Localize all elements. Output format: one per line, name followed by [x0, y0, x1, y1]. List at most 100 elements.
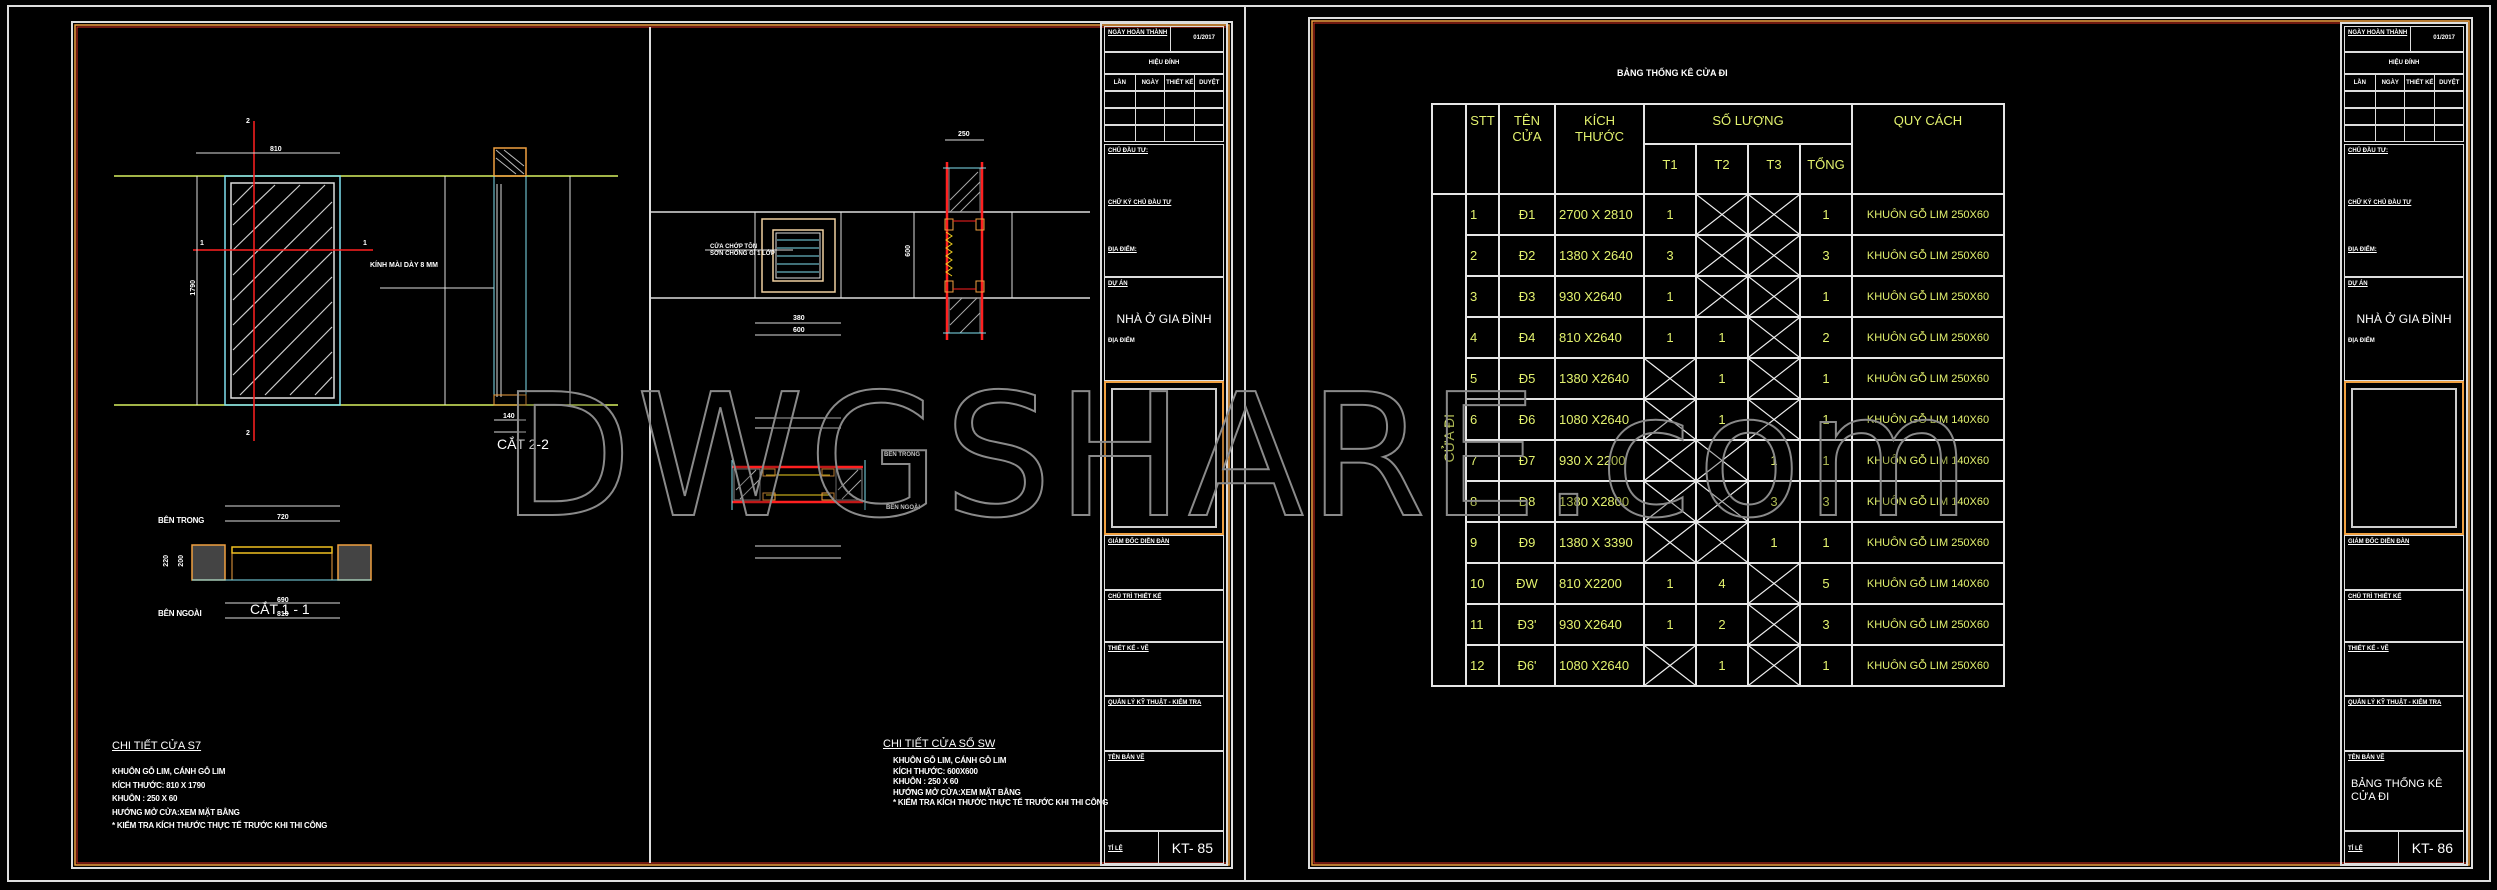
revision-col-label: DUYỆT: [2439, 80, 2460, 86]
location-label: ĐỊA ĐIỂM:: [1108, 247, 1137, 253]
qa-section: QUẢN LÝ KỸ THUẬT - KIỂM TRA: [2344, 696, 2464, 751]
window-section-vertical: [913, 139, 1013, 340]
header-quantity: SỐ LƯỢNG: [1643, 103, 1853, 145]
door-depth-dim: 220: [163, 555, 170, 567]
cell-spec: KHUÔN GỖ LIM 250X60: [1851, 234, 2005, 277]
cell-total: 1: [1799, 439, 1853, 482]
revision-col: [2404, 92, 2435, 107]
cell-t3: [1747, 193, 1801, 236]
revision-label: HIỆU ĐÍNH: [1148, 60, 1180, 66]
sheet-number: KT- 86: [2411, 840, 2453, 856]
crossed-cell-icon: [1697, 277, 1747, 316]
designer-section: THIẾT KẾ - VẼ: [2344, 642, 2464, 696]
door-notes: KHUÔN GỖ LIM, CÁNH GỖ LIM KÍCH THƯỚC: 81…: [112, 765, 327, 833]
cell-total: 1: [1799, 398, 1853, 441]
cell-size: 810 X2200: [1554, 562, 1645, 605]
cell-stt: 7: [1465, 439, 1500, 482]
crossed-cell-icon: [1749, 400, 1799, 439]
cell-total: 3: [1799, 603, 1853, 646]
cell-spec: KHUÔN GỖ LIM 250X60: [1851, 521, 2005, 564]
revision-col: [1193, 109, 1225, 124]
drawing-name-label: TÊN BẢN VẼ: [2348, 755, 2385, 761]
lead-designer-section: CHỦ TRÌ THIẾT KẾ: [2344, 590, 2464, 642]
cell-spec: KHUÔN GỖ LIM 250X60: [1851, 275, 2005, 318]
cell-t3: 1: [1747, 439, 1801, 482]
door-note: KÍCH THƯỚC: 810 X 1790: [112, 780, 206, 790]
cell-t1: [1643, 480, 1697, 523]
revision-col: DUYỆT: [2433, 75, 2465, 90]
revision-row-empty: [2344, 108, 2464, 125]
crossed-cell-icon: [1697, 236, 1747, 275]
window-width-dim: 600: [793, 327, 805, 334]
revision-col: [1134, 126, 1166, 141]
crossed-cell-icon: [1749, 195, 1799, 234]
cell-stt: 3: [1465, 275, 1500, 318]
crossed-cell-icon: [1749, 359, 1799, 398]
window-depth-dim: 250: [958, 131, 970, 138]
cell-t3: [1747, 234, 1801, 277]
cell-t3: [1747, 316, 1801, 359]
revision-col: THIẾT KẾ: [1164, 75, 1195, 90]
location-label: ĐỊA ĐIỂM:: [2348, 247, 2377, 253]
cell-t1: [1643, 439, 1697, 482]
divider: [1169, 27, 1171, 51]
cell-t1: 1: [1643, 316, 1697, 359]
cell-t2: 2: [1695, 603, 1749, 646]
section-1-1-title: CẮT 1 - 1: [250, 601, 310, 617]
divider: [1158, 832, 1160, 863]
crossed-cell-icon: [1645, 400, 1695, 439]
director-label: GIÁM ĐỐC DIỄN ĐÀN: [1108, 539, 1170, 545]
completion-label: NGÀY HOÀN THÀNH: [2348, 30, 2408, 36]
project-location-label: ĐỊA ĐIỂM: [2348, 338, 2375, 344]
lead-designer-label: CHỦ TRÌ THIẾT KẾ: [1108, 594, 1162, 600]
door-section-1-1: [191, 505, 372, 619]
cell-t3: [1747, 398, 1801, 441]
revision-col: [1164, 126, 1195, 141]
revision-row-empty: [1104, 91, 1224, 108]
cell-t2: [1695, 480, 1749, 523]
crossed-cell-icon: [1749, 564, 1799, 603]
revision-col: [1193, 92, 1225, 107]
cell-name: Đ1: [1498, 193, 1556, 236]
qa-label: QUẢN LÝ KỸ THUẬT - KIỂM TRA: [1108, 700, 1202, 706]
cell-name: Đ2: [1498, 234, 1556, 277]
revision-col: [2433, 109, 2465, 124]
crossed-cell-icon: [1645, 482, 1695, 521]
crossed-cell-icon: [1749, 646, 1799, 685]
crossed-cell-icon: [1645, 523, 1695, 562]
crossed-cell-icon: [1645, 359, 1695, 398]
revision-col: LẦN: [1105, 75, 1135, 90]
cell-t2: [1695, 439, 1749, 482]
completion-date: 01/2017: [2433, 35, 2455, 41]
cell-t2: [1695, 234, 1749, 277]
window-section-horizontal: [731, 417, 866, 559]
revision-row: HIỆU ĐÍNH: [2344, 52, 2464, 74]
door-depth-inner-dim: 200: [178, 555, 185, 567]
cell-name: Đ4: [1498, 316, 1556, 359]
outside-label: BÊN NGOÀI: [158, 609, 202, 618]
cell-name: Đ6': [1498, 644, 1556, 687]
window-note: KÍCH THƯỚC: 600X600: [893, 766, 978, 776]
revision-col: THIẾT KẾ: [2404, 75, 2435, 90]
revision-col: [2345, 92, 2375, 107]
cell-total: 3: [1799, 480, 1853, 523]
crossed-cell-icon: [1697, 195, 1747, 234]
director-section: GIÁM ĐỐC DIỄN ĐÀN: [2344, 535, 2464, 590]
cell-total: 5: [1799, 562, 1853, 605]
door-inner-width-dim: 690: [277, 597, 289, 604]
cell-size: 930 X2640: [1554, 275, 1645, 318]
revision-col: [2374, 109, 2406, 124]
cell-t2: [1695, 193, 1749, 236]
window-inner-dim: 380: [793, 315, 805, 322]
drawing-name-label: TÊN BẢN VẼ: [1108, 755, 1145, 761]
